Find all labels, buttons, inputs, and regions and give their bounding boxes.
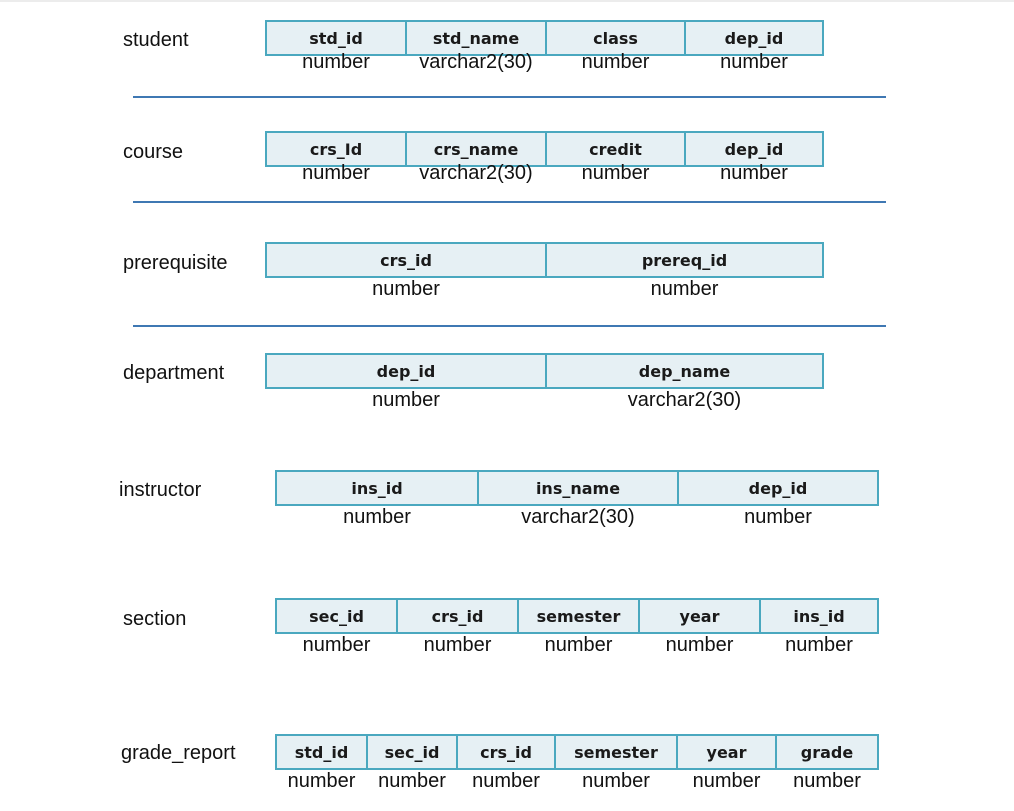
column-type: varchar2(30) — [627, 389, 742, 411]
column-name: ins_id — [351, 478, 403, 498]
column-type: number — [582, 770, 650, 792]
table-prerequisite: crs_id number prereq_id number — [265, 242, 824, 301]
table-student: std_id number std_name varchar2(30) clas… — [265, 20, 824, 74]
column-type: number — [372, 389, 440, 411]
column-name: grade — [800, 742, 854, 762]
column-year: year number — [678, 736, 777, 792]
column-ins-name: ins_name varchar2(30) — [479, 472, 679, 528]
column-crs-name: crs_name varchar2(30) — [407, 133, 547, 184]
column-name: dep_id — [376, 361, 436, 381]
column-crs-id: crs_id number — [458, 736, 556, 792]
table-label-student: student — [123, 29, 189, 51]
table-section: sec_id number crs_id number semester num… — [275, 598, 879, 657]
column-type: number — [302, 634, 371, 656]
column-name: crs_id — [431, 606, 484, 626]
column-type: number — [793, 770, 861, 792]
column-type: number — [378, 770, 446, 792]
column-name: crs_id — [380, 250, 432, 270]
column-name: year — [706, 742, 747, 762]
column-type: number — [720, 162, 788, 184]
table-department: dep_id number dep_name varchar2(30) — [265, 353, 824, 412]
column-ins-id: ins_id number — [761, 600, 877, 657]
column-name: std_name — [432, 28, 520, 48]
column-type: number — [785, 634, 853, 656]
table-instructor: ins_id number ins_name varchar2(30) dep_… — [275, 470, 879, 529]
column-crs-id: crs_id number — [398, 600, 519, 656]
column-type: number — [287, 770, 356, 792]
column-dep-id: dep_id number — [267, 355, 547, 411]
column-type: number — [372, 278, 440, 300]
column-type: number — [302, 162, 370, 184]
column-type: varchar2(30) — [419, 51, 533, 73]
column-type: number — [744, 506, 812, 528]
column-dep-name: dep_name varchar2(30) — [547, 355, 822, 412]
column-type: number — [581, 51, 650, 73]
column-type: varchar2(30) — [419, 162, 533, 184]
column-ins-id: ins_id number — [277, 472, 479, 528]
column-type: number — [302, 51, 370, 73]
column-type: number — [650, 278, 719, 300]
column-name: crs_name — [433, 139, 519, 159]
table-label-department: department — [123, 362, 225, 384]
table-label-prerequisite: prerequisite — [123, 252, 228, 274]
column-type: number — [665, 634, 734, 656]
column-name: class — [593, 28, 638, 48]
table-grade-report: std_id number sec_id number crs_id numbe… — [275, 734, 879, 793]
column-sec-id: sec_id number — [277, 600, 398, 656]
column-name: year — [679, 606, 720, 626]
column-name: sec_id — [309, 606, 364, 626]
table-label-course: course — [123, 141, 184, 163]
column-name: semester — [536, 606, 621, 626]
column-std-id: std_id number — [267, 22, 407, 73]
table-label-instructor: instructor — [119, 479, 202, 501]
column-name: dep_name — [638, 361, 731, 381]
column-year: year number — [640, 600, 761, 656]
column-name: std_id — [294, 742, 349, 762]
table-course: crs_Id number crs_name varchar2(30) cred… — [265, 131, 824, 185]
column-type: varchar2(30) — [521, 506, 635, 528]
column-name: crs_id — [480, 742, 532, 762]
column-grade: grade number — [777, 736, 877, 793]
column-name: ins_id — [793, 606, 845, 626]
column-name: dep_id — [724, 139, 784, 159]
column-type: number — [720, 51, 788, 73]
column-dep-id: dep_id number — [686, 22, 822, 74]
column-std-name: std_name varchar2(30) — [407, 22, 547, 73]
separator-line — [133, 325, 886, 327]
table-label-section: section — [123, 608, 187, 630]
column-type: number — [423, 634, 492, 656]
column-prereq-id: prereq_id number — [547, 244, 822, 301]
column-class: class number — [547, 22, 686, 73]
column-name: std_id — [309, 28, 363, 48]
column-name: credit — [589, 139, 642, 159]
column-name: crs_Id — [309, 139, 363, 159]
column-name: sec_id — [384, 742, 440, 762]
column-type: number — [472, 770, 540, 792]
column-name: prereq_id — [641, 250, 728, 270]
column-dep-id: dep_id number — [686, 133, 822, 185]
column-crs-id: crs_Id number — [267, 133, 407, 184]
column-type: number — [692, 770, 761, 792]
separator-line — [133, 96, 886, 98]
column-credit: credit number — [547, 133, 686, 184]
column-crs-id: crs_id number — [267, 244, 547, 300]
column-dep-id: dep_id number — [679, 472, 877, 529]
top-border — [0, 0, 1014, 2]
column-type: number — [581, 162, 650, 184]
column-type: number — [343, 506, 411, 528]
column-std-id: std_id number — [277, 736, 368, 792]
column-type: number — [544, 634, 613, 656]
column-name: ins_name — [535, 478, 621, 498]
column-name: dep_id — [724, 28, 784, 48]
column-name: dep_id — [748, 478, 808, 498]
column-semester: semester number — [519, 600, 640, 656]
column-semester: semester number — [556, 736, 678, 792]
column-name: semester — [574, 742, 658, 762]
column-sec-id: sec_id number — [368, 736, 458, 792]
table-label-grade-report: grade_report — [121, 742, 236, 764]
separator-line — [133, 201, 886, 203]
